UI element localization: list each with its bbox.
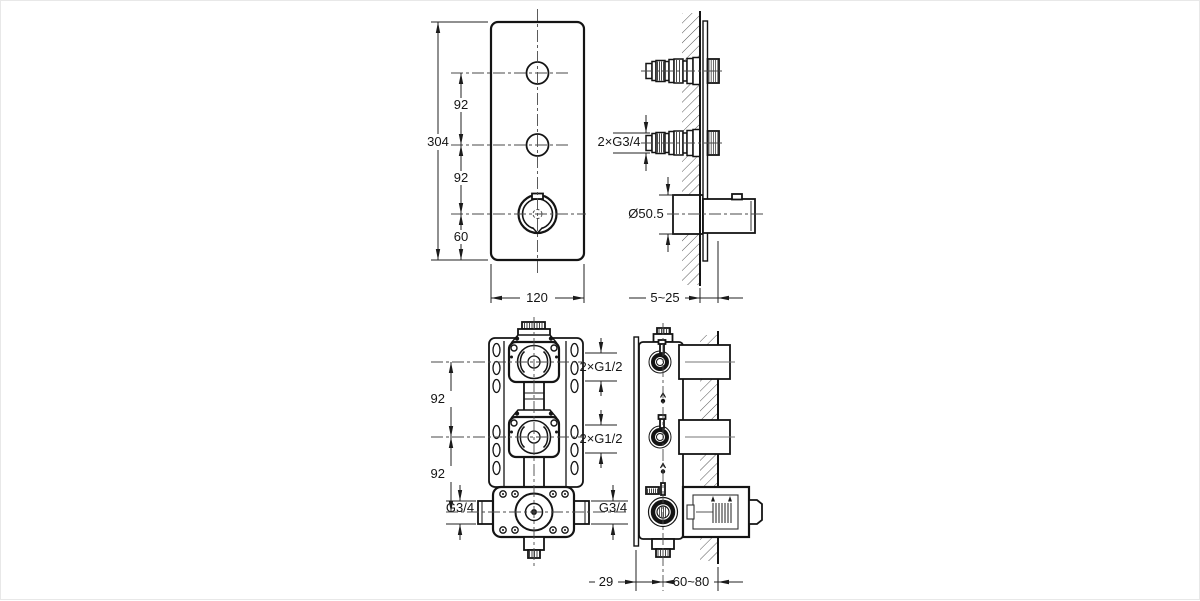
knob-tab-side — [731, 193, 743, 201]
centerlines — [431, 9, 765, 591]
dim-label-knob-diameter: Ø50.5 — [628, 206, 663, 221]
temp-stop-boss — [645, 486, 660, 495]
dim-label-depth-range: 60~80 — [673, 574, 710, 589]
dim-label-inlet-thread: 2×G3/4 — [597, 134, 640, 149]
view-rough-front: 92 92 G3/4 G3/4 2×G1/2 2×G1/2 — [431, 321, 630, 559]
dim-label-center-offset: 29 — [599, 574, 613, 589]
dim-label-spacing-bottom: 60 — [454, 229, 468, 244]
outlet-stub-right — [573, 500, 590, 525]
mounting-plate-side — [633, 336, 640, 547]
view-trim-side: 2×G3/4 Ø50.5 5~25 — [597, 11, 756, 305]
dim-label-spacing-top: 92 — [431, 391, 445, 406]
dim-label-spacing-top: 92 — [454, 97, 468, 112]
dim-label-port-mid: 2×G1/2 — [579, 431, 622, 446]
dim-label-outlet-right: G3/4 — [599, 500, 627, 515]
dim-label-plate-width: 120 — [526, 290, 548, 305]
dim-label-overall-height: 304 — [427, 134, 449, 149]
dim-label-wall-range: 5~25 — [650, 290, 679, 305]
view-rough-side: 29 60~80 — [599, 327, 763, 589]
spindle-side — [748, 499, 763, 525]
dim-label-outlet-left: G3/4 — [446, 500, 474, 515]
dim-label-spacing-bottom: 92 — [431, 466, 445, 481]
knob-flange-side — [672, 194, 704, 235]
view-trim-front: 304 92 92 60 120 — [427, 20, 586, 305]
outlet-stub-left — [477, 500, 494, 525]
dimension-arrows — [435, 22, 729, 585]
dim-label-spacing-mid: 92 — [454, 170, 468, 185]
knob-body-side — [702, 198, 756, 234]
dim-label-port-top: 2×G1/2 — [579, 359, 622, 374]
